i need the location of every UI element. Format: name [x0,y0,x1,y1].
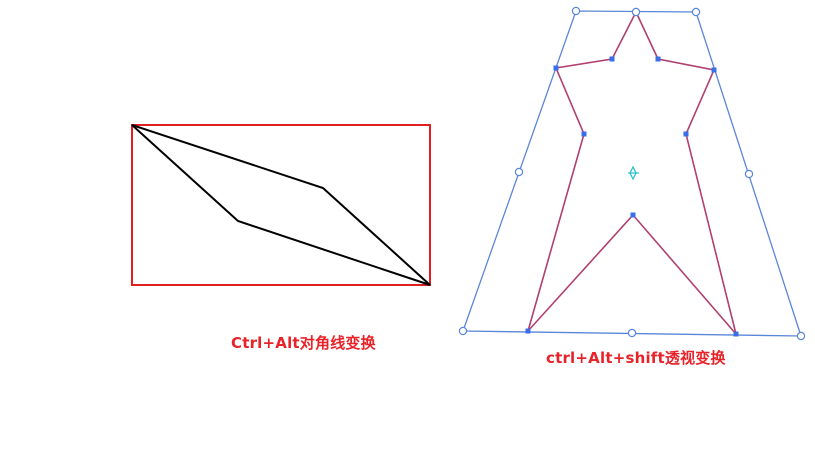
diagonal-transform-caption: Ctrl+Alt对角线变换 [231,334,376,352]
perspective-transform-caption: ctrl+Alt+shift透视变换 [546,349,726,367]
anchor-point[interactable] [553,65,559,71]
anchor-point[interactable] [581,131,587,137]
anchor-point[interactable] [683,131,689,137]
handle-bottom-left[interactable] [458,326,468,336]
handle-middle-right[interactable] [744,169,754,179]
handle-top-right[interactable] [691,7,701,17]
anchor-point[interactable] [711,67,717,73]
anchor-point[interactable] [525,328,531,334]
diagonal-quad [131,124,431,286]
handle-top-left[interactable] [571,6,581,16]
anchor-point[interactable] [630,212,636,218]
anchor-point[interactable] [655,56,661,62]
center-point-icon[interactable] [628,165,639,181]
bbox-handles [458,6,806,341]
anchor-points [525,56,739,337]
handle-bottom-right[interactable] [796,331,806,341]
handle-bottom-middle[interactable] [627,328,637,338]
handle-top-middle[interactable] [631,7,641,17]
red-frame [131,124,431,286]
anchor-point[interactable] [733,331,739,337]
anchor-point[interactable] [609,56,615,62]
handle-middle-left[interactable] [514,167,524,177]
